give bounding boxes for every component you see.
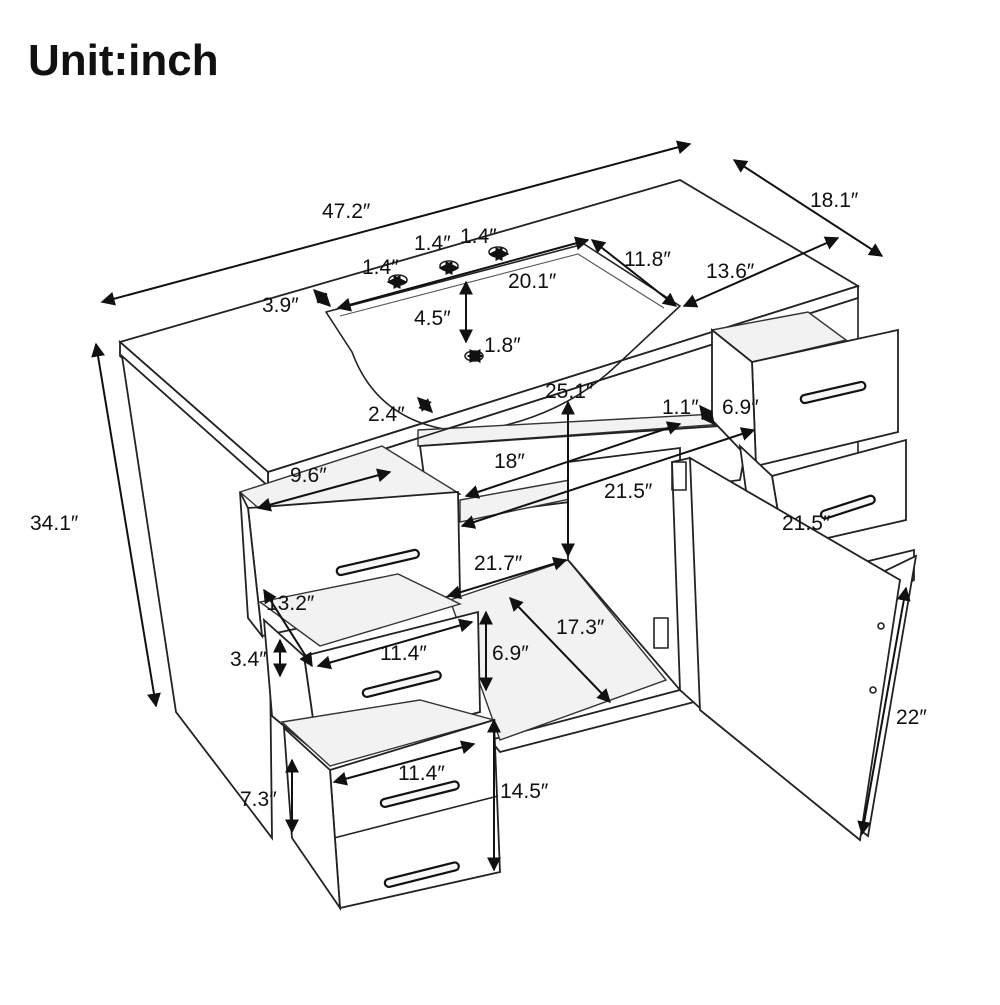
label-drawer2-height: 6.9″ <box>492 642 529 665</box>
label-door-height: 22″ <box>896 706 927 729</box>
label-depth-total: 18.1″ <box>810 189 859 212</box>
label-left-drawer-depth: 13.2″ <box>266 592 315 615</box>
label-basin-offset-left: 3.9″ <box>262 294 299 317</box>
label-interior-width-right: 21.5″ <box>604 480 653 503</box>
label-right-drawer-height: 6.9″ <box>722 396 759 419</box>
label-faucet-hole-b: 1.4″ <box>414 232 451 255</box>
label-basin-width: 20.1″ <box>508 270 557 293</box>
hinge-icon <box>653 617 669 649</box>
label-bottom-depth: 17.3″ <box>556 616 605 639</box>
label-interior-height: 25.1″ <box>545 380 594 403</box>
label-top-right-width: 13.6″ <box>706 260 755 283</box>
label-bottom-width: 21.7″ <box>474 552 523 575</box>
label-door-width: 21.5″ <box>782 512 831 535</box>
label-drain-diameter: 1.8″ <box>484 334 521 357</box>
unit-title: Unit:inch <box>28 36 219 85</box>
label-side-panel-small: 1.1″ <box>662 396 699 419</box>
drawer-handle-icon <box>819 494 876 520</box>
label-drawer2-width: 11.4″ <box>380 642 427 665</box>
label-height-total: 34.1″ <box>30 512 79 535</box>
label-width-total: 47.2″ <box>322 200 371 223</box>
label-drawer2-inner: 3.4″ <box>230 648 267 671</box>
dimension-labels: 47.2″ 18.1″ 34.1″ 20.1″ 11.8″ 13.6″ 3.9″… <box>30 189 927 811</box>
label-basin-offset-right: 11.8″ <box>624 248 671 271</box>
left-drawer-3[interactable] <box>280 699 501 912</box>
label-basin-depth-to-drain: 4.5″ <box>414 307 451 330</box>
drawer-handle-icon <box>383 861 460 889</box>
label-back-gap: 2.4″ <box>368 403 405 426</box>
label-shelf-width: 18″ <box>494 450 525 473</box>
label-faucet-hole-c: 1.4″ <box>460 225 497 248</box>
drawer-handle-icon <box>361 670 442 699</box>
drawer-handle-icon <box>799 380 867 405</box>
label-drawer3-inner: 7.3″ <box>240 788 277 811</box>
label-left-drawer-width-top: 9.6″ <box>290 464 327 487</box>
label-faucet-hole-a: 1.4″ <box>362 256 399 279</box>
cabinet-door[interactable] <box>653 456 918 842</box>
right-drawer-top[interactable] <box>710 311 899 469</box>
dimension-lines <box>91 140 911 872</box>
drawer-handle-icon <box>335 548 420 577</box>
label-drawer3-width: 11.4″ <box>398 762 445 785</box>
label-drawer3-height: 14.5″ <box>500 780 549 803</box>
